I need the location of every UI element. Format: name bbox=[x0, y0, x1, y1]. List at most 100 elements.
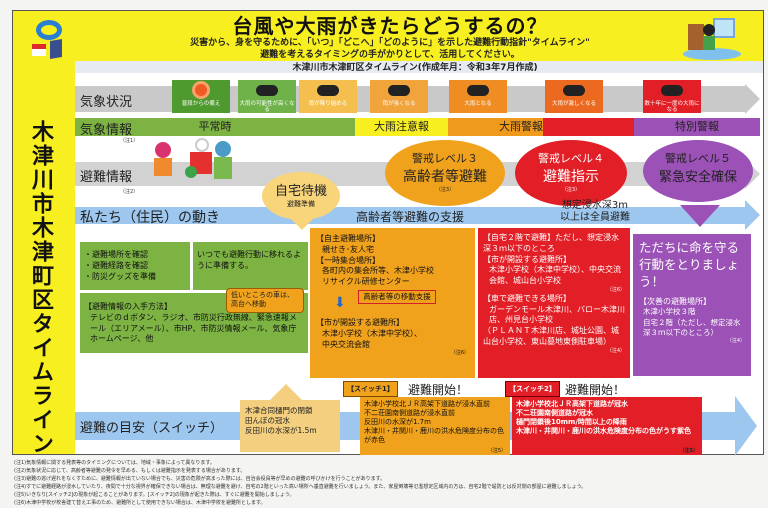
checklist-box: ・避難場所を確認 ・避難経路を確認 ・防災グッズを準備 bbox=[80, 242, 190, 290]
arrow-right-icon bbox=[745, 200, 760, 230]
row-label-our-actions: 私たち（住民）の動き bbox=[80, 210, 220, 226]
switch-condition: 樋門閉鎖後10mm/時間以上の降雨 bbox=[516, 418, 627, 427]
section-heading: 【車で避難できる場所】 bbox=[483, 293, 571, 303]
level4-bubble: 警戒レベル４ 避難指示 （注3） bbox=[515, 140, 627, 206]
footnote: (注5)いきなり[スイッチ2]の現象が起こることがあります。[スイッチ2]の現象… bbox=[14, 492, 295, 498]
top-band bbox=[75, 61, 763, 73]
section-heading: 【市が開設する避難所】 bbox=[483, 254, 571, 264]
weather-info-segment: 大雨警報 bbox=[448, 118, 543, 136]
switch1-start: 避難開始！ bbox=[408, 383, 469, 397]
ready-box: いつでも避難行動に移れるように準備する。 bbox=[193, 242, 308, 290]
purple-main-text: ただちに命を守る行動をとりましょう！ bbox=[639, 240, 740, 289]
switch2-label: 【スイッチ2】 bbox=[505, 381, 560, 397]
weather-tile: 雨が強くなる bbox=[370, 80, 428, 113]
note-4: （注4） bbox=[726, 337, 745, 344]
level4-actions-box: 【自宅２階で避難】ただし、想定浸水深３ｍ以下のところ 【市が開設する避難所】 木… bbox=[478, 228, 630, 378]
evacuating-family-illustration bbox=[150, 138, 245, 193]
note-4: （注4） bbox=[606, 347, 625, 354]
elderly-support-box: 高齢者等の移動支援 bbox=[358, 289, 436, 304]
info-sources-body: テレビのｄボタン、ラジオ、市防災行政無線、緊急速報メール（エリアメール）、市HP… bbox=[90, 312, 297, 344]
checklist-item: ・防災グッズを準備 bbox=[84, 271, 156, 281]
switch1-box: 木津小学校北ＪＲ高架下道路が浸水直前 不二荘園南側道路が浸水直前 反田川の水深が… bbox=[360, 397, 510, 455]
weather-tile-label: 雨が降り始める bbox=[308, 101, 348, 107]
footnote: (注2)気象状況に応じて、高齢者等避難の発令を早める、もしくは避難指示を発表する… bbox=[14, 468, 246, 474]
car-callout: 低いところの車は、高台へ移動 bbox=[226, 288, 304, 313]
weather-info-segment: 特別警報 bbox=[634, 118, 760, 136]
switch2-box: 木津小学校北ＪＲ高架下道路が冠水 不二荘園南側道路が冠水 樋門閉鎖後10mm/時… bbox=[512, 397, 702, 455]
footnote: (注3)避難の逃げ遅れをなくすために、避難情報が出ていない場合でも、災害の危険が… bbox=[14, 476, 386, 482]
switch-condition: 不二荘園南側道路が冠水 bbox=[516, 409, 593, 418]
level3-bubble: 警戒レベル３ 高齢者等避難 （注3） bbox=[385, 140, 505, 206]
weather-tile: 大雨の可能性が高くなる bbox=[238, 80, 296, 113]
list-item: 木津小学校（木津中学校）、中央交流会館、城山台小学校 bbox=[489, 265, 621, 286]
note-2: （注2） bbox=[120, 189, 139, 195]
level5-bubble: 警戒レベル５ 緊急安全確保 bbox=[643, 140, 753, 202]
rain-cloud-icon bbox=[388, 85, 410, 96]
arrow-up-icon bbox=[270, 384, 302, 400]
weather-tile-label: 大雨となる bbox=[464, 101, 492, 107]
weather-info-segment bbox=[543, 118, 634, 136]
note-6: （注6） bbox=[606, 286, 625, 293]
list-item: （ＰＬＡＮＴ木津川店、城址公園、城山台小学校、東山墓地東側駐車場） bbox=[483, 326, 619, 346]
base-switch-box: 木津合同樋門の閉鎖 田んぼの冠水 反田川の水深が1.5m bbox=[240, 400, 340, 452]
level4-title: 警戒レベル４ bbox=[538, 152, 604, 165]
switch-condition: 田んぼの冠水 bbox=[245, 416, 290, 426]
level3-actions-box: 【自主避難場所】 親せき･友人宅 【一時集合場所】 各町内の集会所等、木津小学校… bbox=[310, 228, 475, 378]
row-label-weather-info: 気象情報 bbox=[80, 123, 133, 138]
standby-bubble: 自宅待機 避難準備 bbox=[262, 172, 340, 220]
switch1-label: 【スイッチ1】 bbox=[343, 381, 398, 397]
weather-tile-label: 雨が強くなる bbox=[382, 101, 416, 107]
rain-cloud-icon bbox=[467, 85, 489, 96]
support-text: 高齢者等避難の支援 bbox=[356, 210, 465, 224]
switch-condition: 反田川の水深が1.7m bbox=[364, 418, 431, 427]
row-label-evac-guide: 避難の目安（スイッチ） bbox=[80, 421, 224, 436]
sun-icon bbox=[195, 84, 207, 96]
list-item: 中央交流会館 bbox=[322, 339, 370, 349]
level3-title: 警戒レベル３ bbox=[412, 152, 478, 165]
weather-tile-label: 大雨が激しくなる bbox=[551, 101, 596, 107]
list-item: リサイクル研修センター bbox=[322, 277, 410, 287]
header-band bbox=[13, 11, 763, 61]
row-label-evac-info: 避難情報 bbox=[80, 170, 133, 185]
level4-main: 避難指示 bbox=[543, 169, 599, 185]
note-5: （注5） bbox=[487, 447, 506, 454]
flood-depth-text: 想定浸水深3m 以上は全員避難 bbox=[560, 200, 630, 224]
note-3: （注3） bbox=[435, 187, 455, 193]
list-item: 木津小学校（木津中学校）、 bbox=[322, 328, 422, 338]
typhoon-logo-icon bbox=[22, 18, 72, 63]
vertical-title: 木津川市木津町区タイムライン bbox=[28, 120, 53, 456]
weather-info-segment: 平常時 bbox=[75, 118, 355, 136]
weather-tile: 大雨となる bbox=[449, 80, 507, 113]
section-heading: 【次善の避難場所】 bbox=[639, 296, 711, 306]
created-date: 木津川市木津町区タイムライン(作成年月：令和3年7月作成) bbox=[292, 63, 538, 73]
arrow-down-icon bbox=[680, 205, 720, 227]
subtitle-1: 災害から、身を守るために、「いつ」「どこへ」「どのように」を示した避難行動指針"… bbox=[190, 38, 590, 48]
row-label-weather-status: 気象状況 bbox=[80, 95, 133, 110]
weather-tile-label: 数十年に一度の大雨になる bbox=[644, 101, 700, 114]
note-1: （注1） bbox=[120, 138, 139, 144]
checklist-item: ・避難場所を確認 bbox=[84, 250, 148, 259]
standby-title: 自宅待機 bbox=[274, 184, 327, 199]
switch-condition: 木津合同樋門の閉鎖 bbox=[245, 406, 313, 415]
weather-tile: 雨が降り始める bbox=[299, 80, 357, 113]
footnote: (注4)すでに避難経路が浸水していたり、夜間で十分な視界が確保できない場合は、無… bbox=[14, 484, 587, 490]
flood-line-2: 以上は全員避難 bbox=[560, 212, 630, 223]
weather-tile-label: 大雨の可能性が高くなる bbox=[239, 101, 295, 114]
left-column bbox=[13, 11, 75, 454]
weather-tile: 大雨が激しくなる bbox=[545, 80, 603, 113]
switch-condition: 木津川・井関川・鹿川の洪水危険度分布の色が赤色 bbox=[364, 427, 504, 445]
footnote: (注6)木津中学校が校舎建て替え工事のため、避難所として使用できない場合は、木津… bbox=[14, 500, 266, 506]
arrow-right-icon bbox=[745, 84, 760, 114]
switch-condition: 反田川の水深が1.5m bbox=[245, 426, 317, 436]
flooded-house-illustration bbox=[683, 16, 743, 61]
switch-condition: 木津小学校北ＪＲ高架下道路が冠水 bbox=[516, 400, 628, 408]
weather-info-segment: 大雨注意報 bbox=[355, 118, 448, 136]
rain-cloud-icon bbox=[317, 85, 339, 96]
list-item: 親せき･友人宅 bbox=[322, 244, 374, 254]
arrow-down-icon: ⬇ bbox=[334, 294, 346, 311]
subtitle-2: 避難を考えるタイミングの手がかりとして、活用してください。 bbox=[260, 50, 520, 60]
note-3b: （注3） bbox=[561, 187, 581, 193]
note-5: （注5） bbox=[679, 447, 698, 454]
list-item: ガーデンモール木津川、バロー木津川店、州見台小学校 bbox=[489, 304, 625, 325]
level3-main: 高齢者等避難 bbox=[403, 169, 487, 185]
